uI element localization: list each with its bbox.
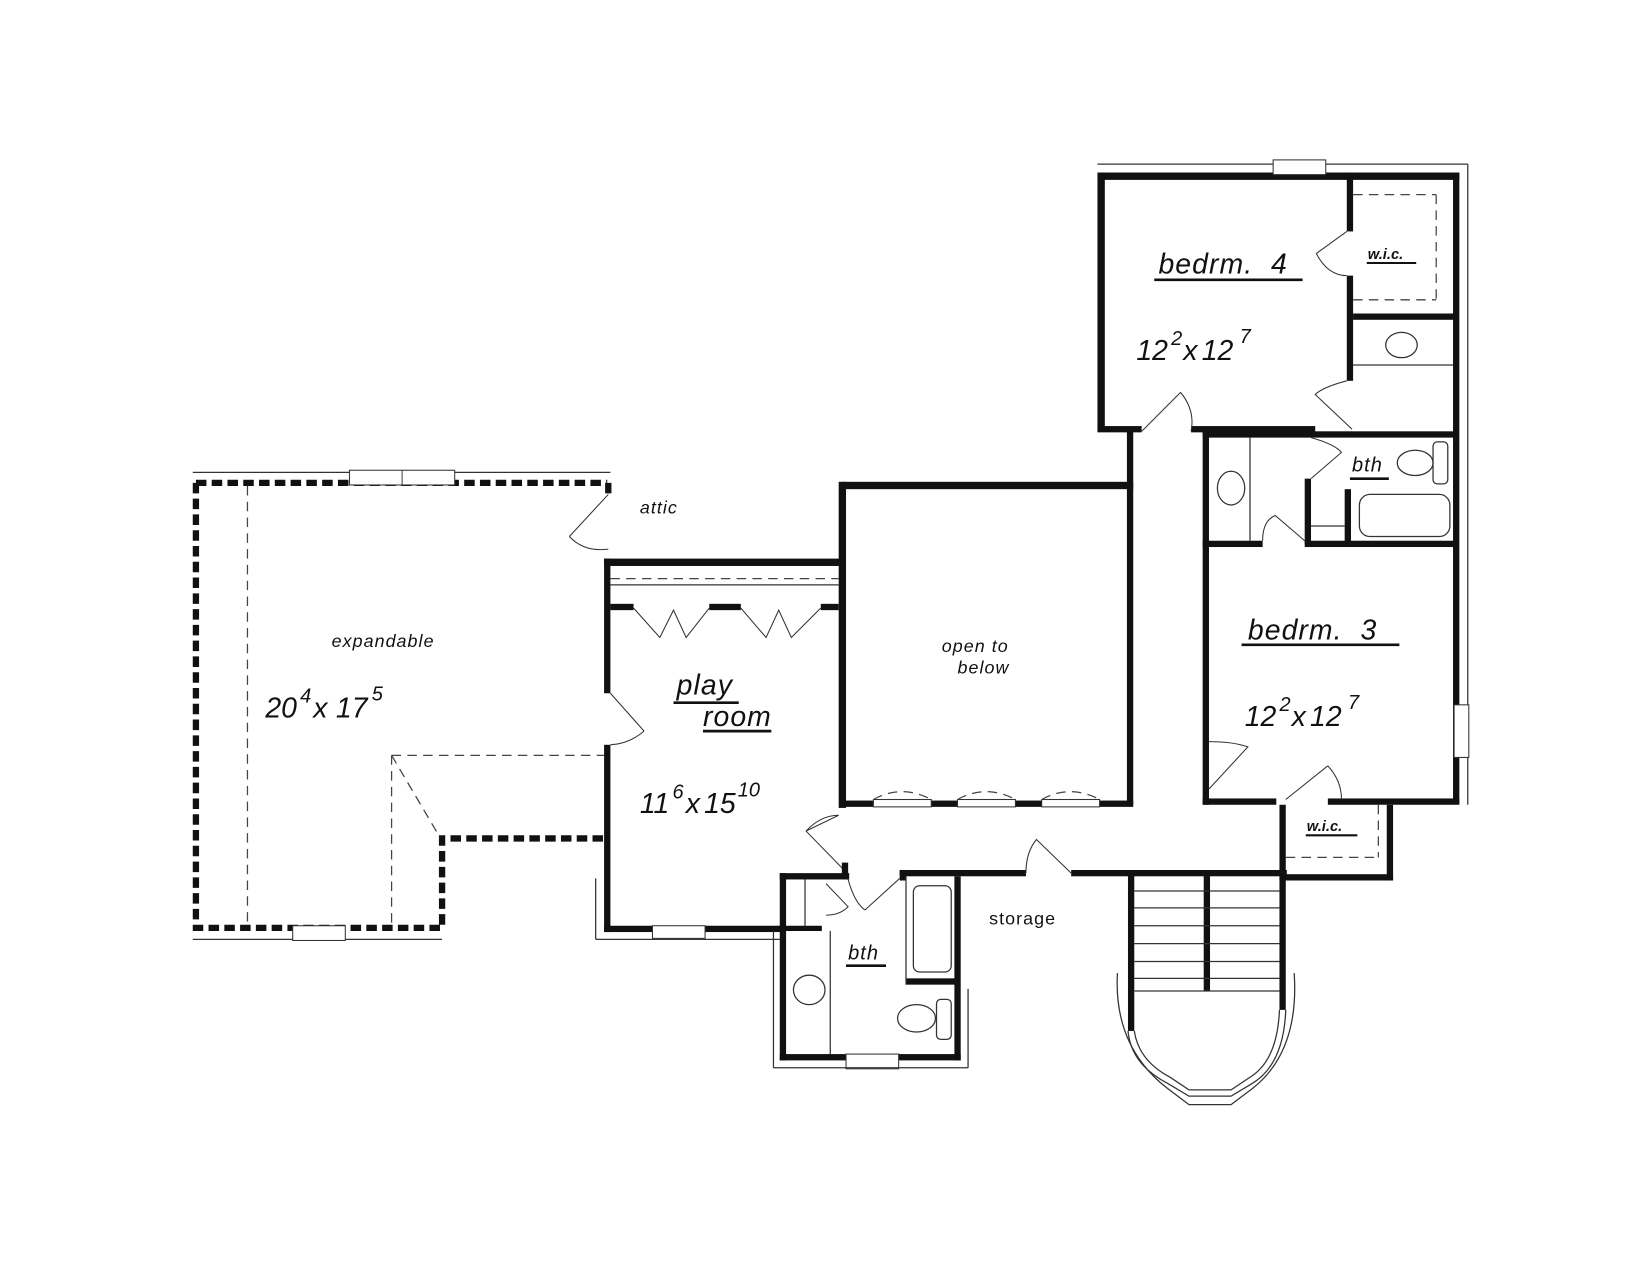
- label-wic-bedroom-4: w.i.c.: [1366, 247, 1417, 265]
- upper-bath: [1202, 431, 1458, 805]
- svg-text:w.i.c.: w.i.c.: [1368, 247, 1403, 263]
- bedroom-4: [1097, 159, 1469, 805]
- svg-text:w.i.c.: w.i.c.: [1307, 819, 1342, 835]
- label-open-to-below: open to below: [942, 636, 1010, 677]
- svg-text:open to: open to: [942, 636, 1009, 656]
- open-to-below: [841, 431, 1134, 808]
- svg-text:play: play: [676, 669, 734, 701]
- svg-text:bedrm. 4: bedrm. 4: [1158, 249, 1287, 281]
- svg-text:below: below: [958, 657, 1010, 677]
- svg-text:room: room: [703, 701, 772, 733]
- expandable-area: [192, 469, 612, 941]
- label-attic: attic: [640, 497, 678, 517]
- svg-text:bth: bth: [1352, 454, 1383, 476]
- stair-hall: [899, 838, 1296, 1106]
- label-upper-bath: bth: [1349, 454, 1389, 480]
- svg-text:expandable: expandable: [332, 631, 435, 651]
- svg-text:bedrm. 3: bedrm. 3: [1248, 615, 1377, 647]
- label-lower-bath: bth: [846, 942, 887, 968]
- svg-text:bth: bth: [848, 942, 879, 964]
- lower-bath: [772, 862, 969, 1070]
- label-storage: storage: [989, 909, 1056, 929]
- label-wic-bedroom-3: w.i.c.: [1305, 819, 1358, 837]
- play-room: [595, 481, 848, 941]
- bedroom-3: [1202, 704, 1470, 881]
